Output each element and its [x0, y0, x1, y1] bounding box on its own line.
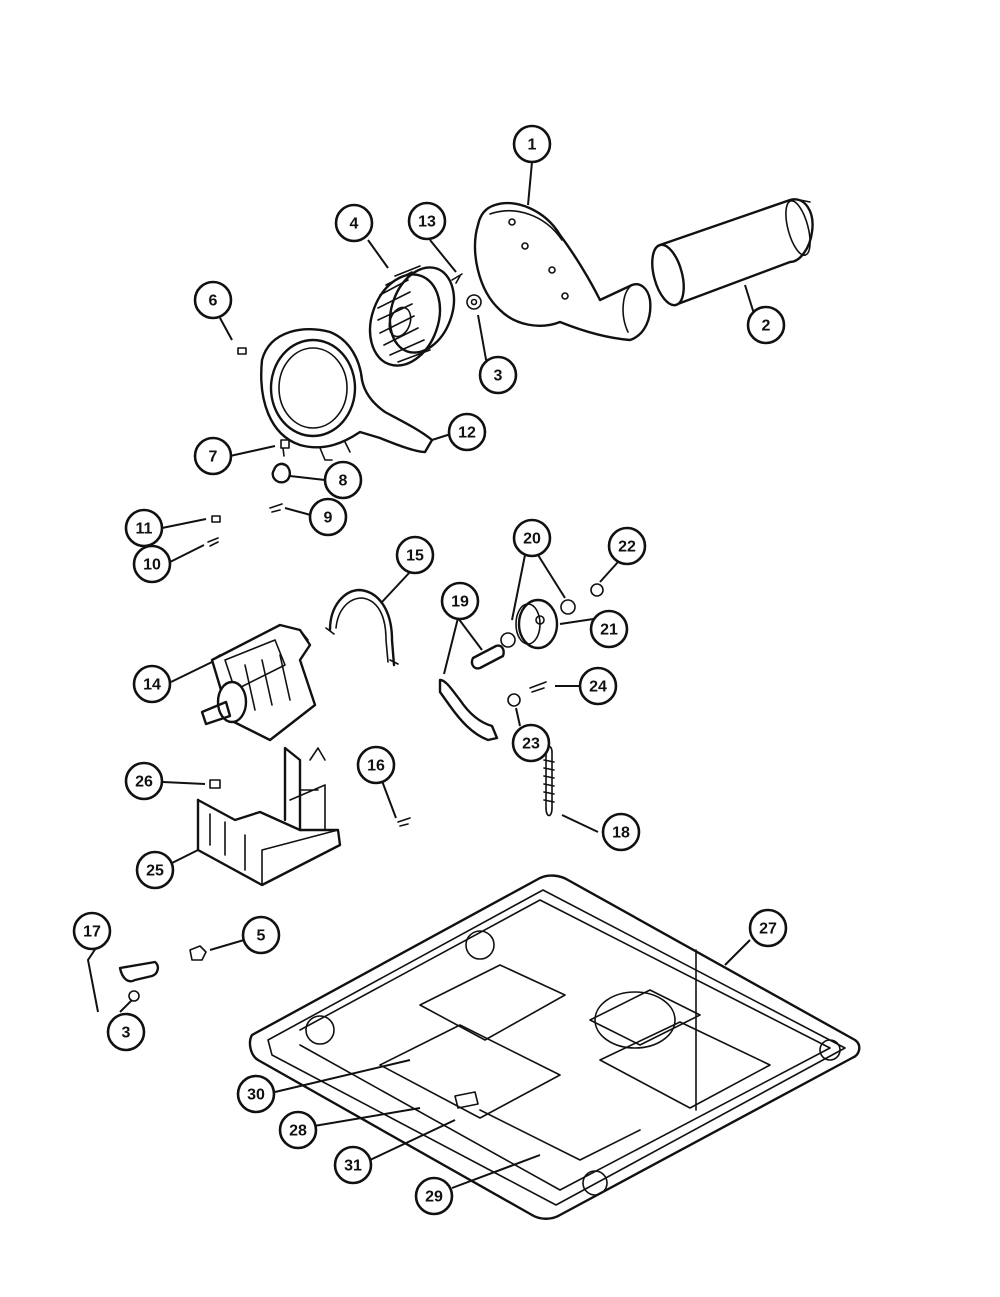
callout-4: 4 [334, 203, 374, 243]
callout-14-label: 14 [143, 677, 161, 694]
callout-17: 17 [72, 911, 112, 951]
screw-26 [209, 779, 221, 789]
screw-13 [451, 273, 463, 284]
callout-7: 7 [193, 436, 233, 476]
callout-21: 21 [589, 609, 629, 649]
washer-20b [560, 599, 576, 615]
washer-23 [507, 693, 521, 707]
callout-28-label: 28 [289, 1123, 307, 1140]
callout-15: 15 [395, 535, 435, 575]
callout-13-label: 13 [418, 214, 436, 231]
washer-3-top [466, 294, 482, 310]
callout-18: 18 [601, 812, 641, 852]
callout-16: 16 [356, 745, 396, 785]
callout-16-label: 16 [367, 758, 385, 775]
screw-24 [529, 681, 547, 693]
callout-9-label: 9 [324, 510, 333, 527]
callout-1: 1 [512, 124, 552, 164]
callout-3-top-label: 3 [494, 368, 503, 385]
leader-lines [86, 161, 756, 1189]
blower-housing [473, 201, 652, 342]
callout-12-label: 12 [458, 425, 476, 442]
callout-29-label: 29 [425, 1189, 443, 1206]
callout-21-label: 21 [600, 622, 618, 639]
exhaust-duct [651, 198, 814, 307]
callout-30-label: 30 [247, 1087, 265, 1104]
screw-9 [269, 503, 283, 513]
callout-12: 12 [447, 412, 487, 452]
screw-7 [280, 439, 290, 457]
callout-24: 24 [578, 666, 618, 706]
callout-19: 19 [440, 581, 480, 621]
nut-5 [189, 945, 207, 961]
callout-10: 10 [132, 544, 172, 584]
callout-18-label: 18 [612, 825, 630, 842]
callout-22: 22 [607, 526, 647, 566]
screw-10 [207, 537, 219, 547]
screw-6 [237, 347, 247, 355]
callout-17-label: 17 [83, 924, 101, 941]
callout-23-label: 23 [522, 736, 540, 753]
callout-25: 25 [135, 850, 175, 890]
callout-19-label: 19 [451, 594, 469, 611]
callout-27: 27 [748, 908, 788, 948]
clip-8 [271, 462, 292, 484]
callout-22-label: 22 [618, 539, 636, 556]
callout-2-label: 2 [762, 318, 771, 335]
callout-20: 20 [512, 518, 552, 558]
screw-16 [397, 817, 411, 827]
callout-5: 5 [241, 915, 281, 955]
callout-6: 6 [193, 280, 233, 320]
callout-10-label: 10 [143, 557, 161, 574]
idler-shaft-19 [470, 644, 505, 670]
callout-11-label: 11 [136, 521, 153, 538]
motor-mount [196, 746, 342, 887]
callout-4-label: 4 [350, 216, 359, 233]
callout-1-label: 1 [528, 137, 537, 154]
callout-11: 11 [124, 508, 164, 548]
callout-9: 9 [308, 497, 348, 537]
callout-28: 28 [278, 1110, 318, 1150]
bracket-17 [118, 960, 160, 983]
callout-29: 29 [414, 1176, 454, 1216]
callout-3-bottom: 3 [106, 1012, 146, 1052]
callout-5-label: 5 [257, 928, 266, 945]
callout-15-label: 15 [406, 548, 424, 565]
callout-24-label: 24 [589, 679, 607, 696]
idler-spring [543, 745, 555, 817]
motor-strap [325, 588, 399, 667]
callout-3-bottom-label: 3 [122, 1025, 131, 1042]
drive-motor [200, 623, 317, 742]
blower-cover [260, 328, 434, 461]
callout-25-label: 25 [146, 863, 164, 880]
callout-3-top: 3 [478, 355, 518, 395]
callout-31: 31 [333, 1145, 373, 1185]
callout-7-label: 7 [209, 449, 218, 466]
callout-8-label: 8 [339, 473, 348, 490]
base-pan [248, 874, 861, 1220]
callout-6-label: 6 [209, 293, 218, 310]
callout-23: 23 [511, 723, 551, 763]
callout-13: 13 [407, 201, 447, 241]
callout-26: 26 [124, 761, 164, 801]
callout-8: 8 [323, 460, 363, 500]
screw-11 [211, 515, 221, 523]
callout-14: 14 [132, 664, 172, 704]
callout-20-label: 20 [523, 531, 541, 548]
blower-wheel [368, 265, 456, 367]
washer-22 [590, 583, 604, 597]
callout-30: 30 [236, 1074, 276, 1114]
idler-arm-19 [438, 678, 499, 742]
washer-20a [500, 632, 516, 648]
idler-pulley-21 [515, 598, 559, 650]
callout-27-label: 27 [759, 921, 777, 938]
callout-26-label: 26 [135, 774, 153, 791]
callout-2: 2 [746, 305, 786, 345]
callout-31-label: 31 [344, 1158, 362, 1175]
washer-3-bottom [128, 990, 140, 1002]
